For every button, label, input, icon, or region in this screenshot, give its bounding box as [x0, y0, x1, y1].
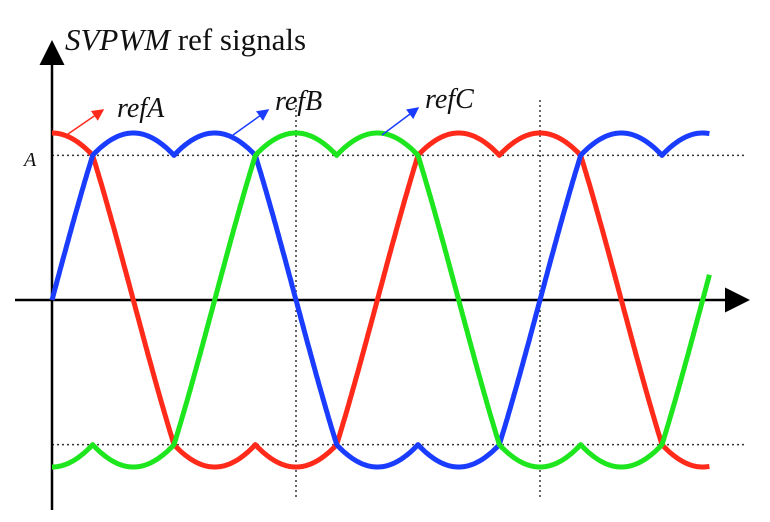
refA-arrow	[67, 109, 105, 135]
chart-title: SVPWM ref signals	[65, 22, 306, 57]
title-rest: ref signals	[170, 22, 306, 57]
series-line-refB	[49, 130, 711, 470]
series-line-refA	[50, 130, 711, 470]
refC-arrow	[381, 107, 420, 136]
title-italic: SVPWM	[65, 22, 172, 57]
refC-label: refC	[425, 84, 474, 115]
refB-label: refB	[275, 86, 322, 117]
ytick-label-A: A	[22, 149, 37, 171]
refA-label: refA	[117, 93, 165, 124]
refB-arrow	[232, 109, 270, 136]
series-group	[49, 130, 712, 470]
series-line-refC	[50, 130, 712, 470]
